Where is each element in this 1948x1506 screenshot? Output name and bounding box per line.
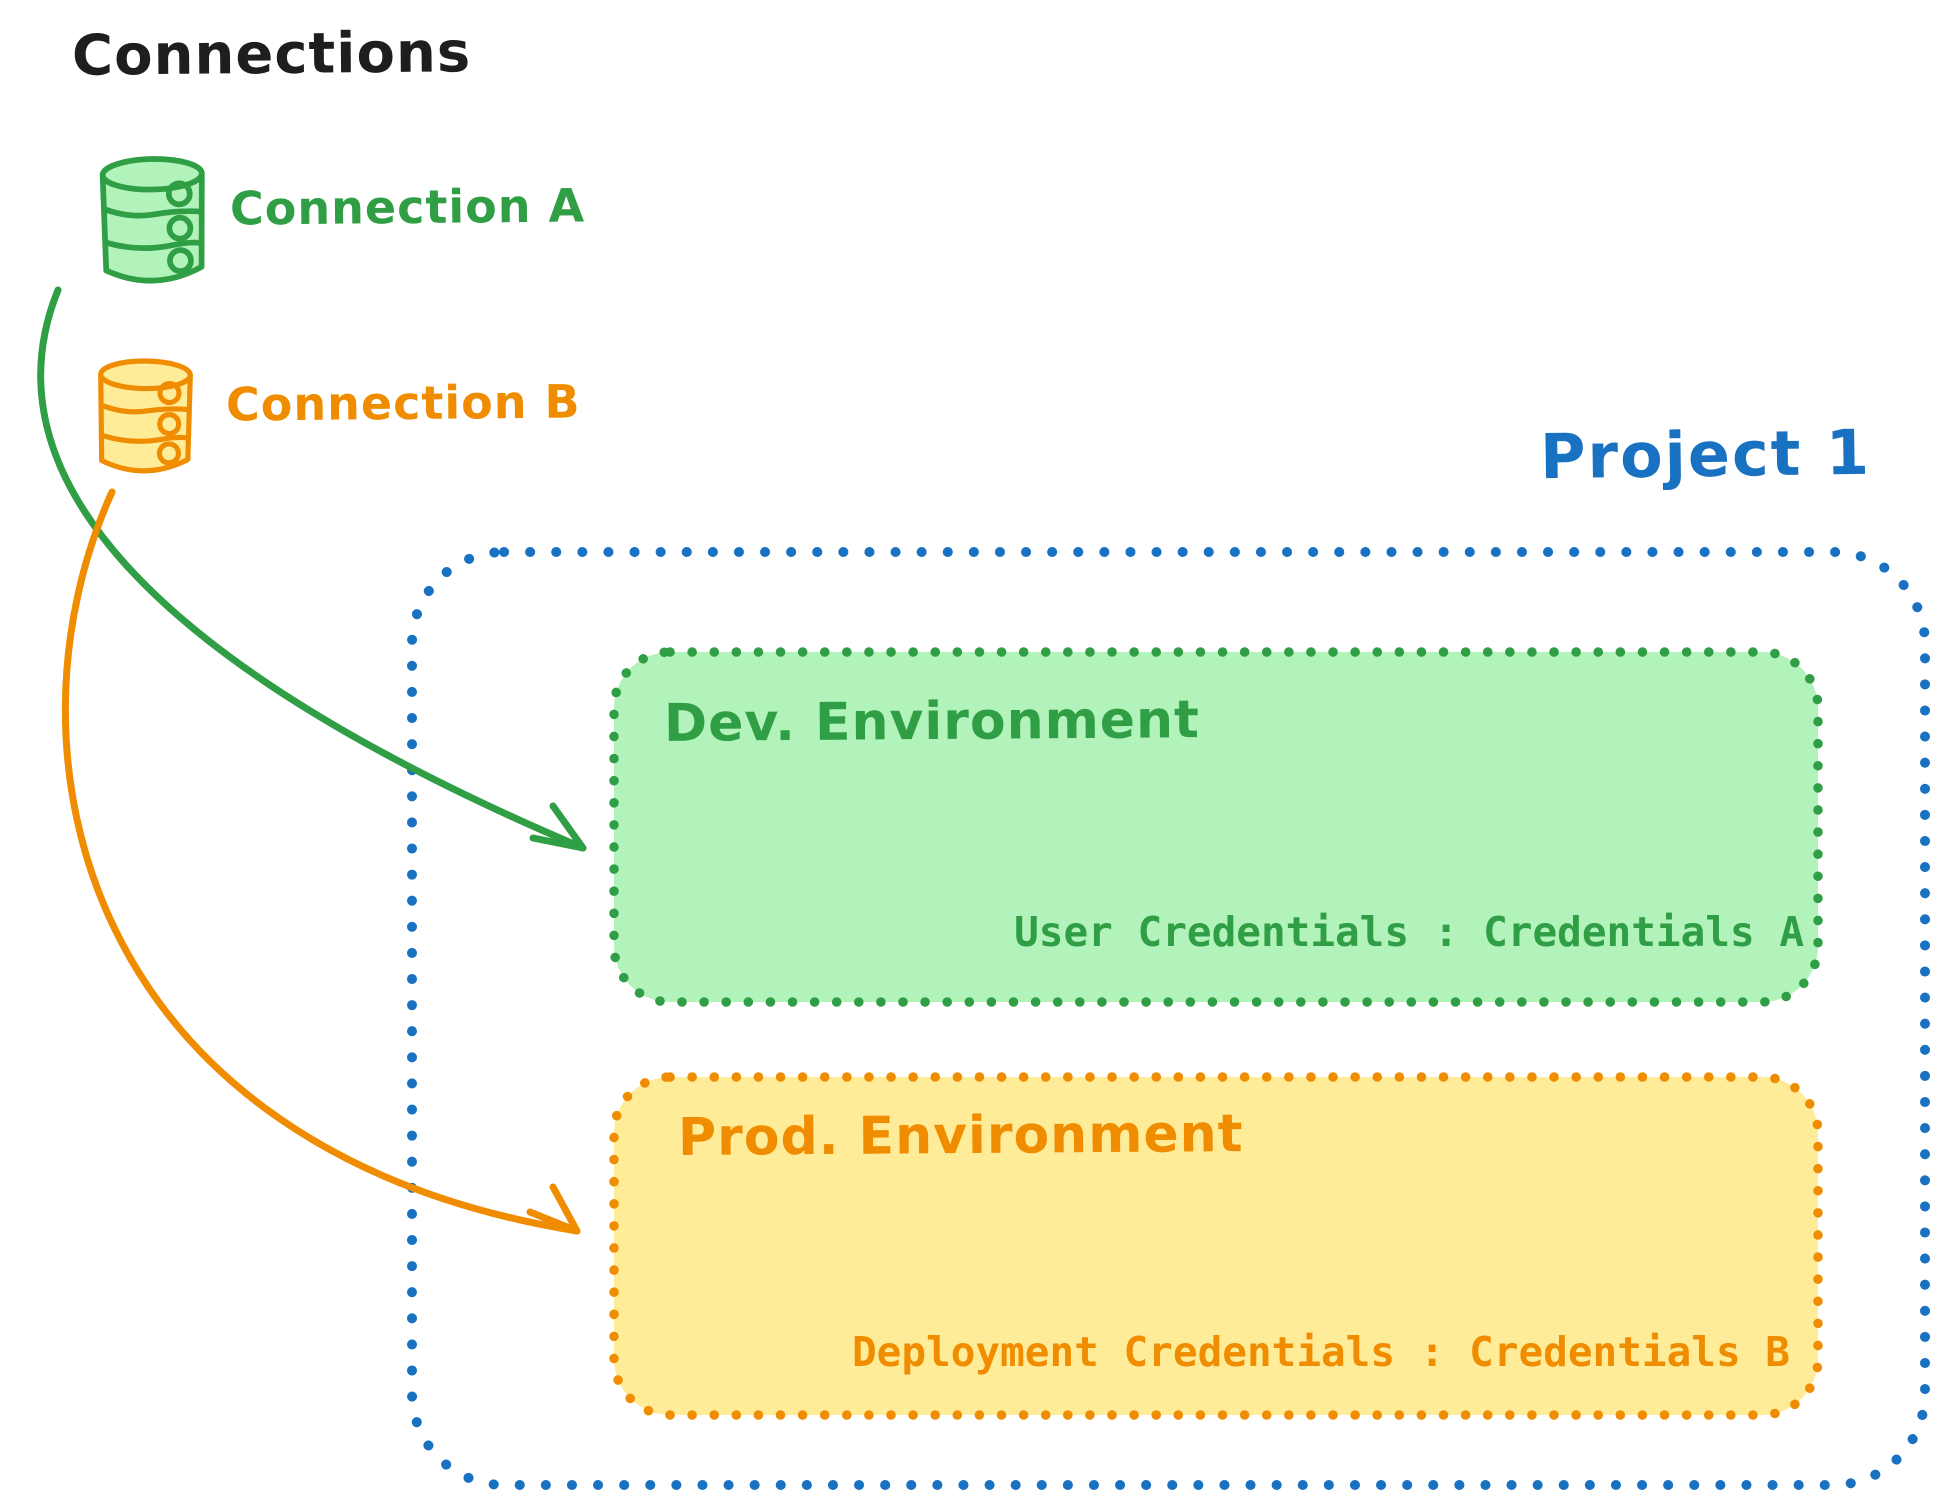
dev-environment-credentials: User Credentials : Credentials A: [1014, 908, 1804, 956]
project-1-title: Project 1: [1539, 415, 1872, 494]
prod-environment-credentials: Deployment Credentials : Credentials B: [852, 1328, 1790, 1376]
connection-a-label: Connection A: [229, 178, 586, 236]
database-icon: [99, 156, 205, 284]
prod-environment-box: [609, 1072, 1823, 1420]
arrow-connection-a-to-dev: [37, 286, 587, 852]
database-icon: [98, 358, 193, 474]
connection-b-label: Connection B: [225, 374, 581, 432]
prod-environment-title: Prod. Environment: [677, 1104, 1244, 1168]
dev-environment-title: Dev. Environment: [663, 690, 1201, 754]
project-1-container: [407, 547, 1930, 1490]
dev-environment-box: [609, 647, 1823, 1007]
page-title: Connections: [71, 20, 472, 89]
arrow-connection-b-to-prod: [61, 488, 581, 1235]
